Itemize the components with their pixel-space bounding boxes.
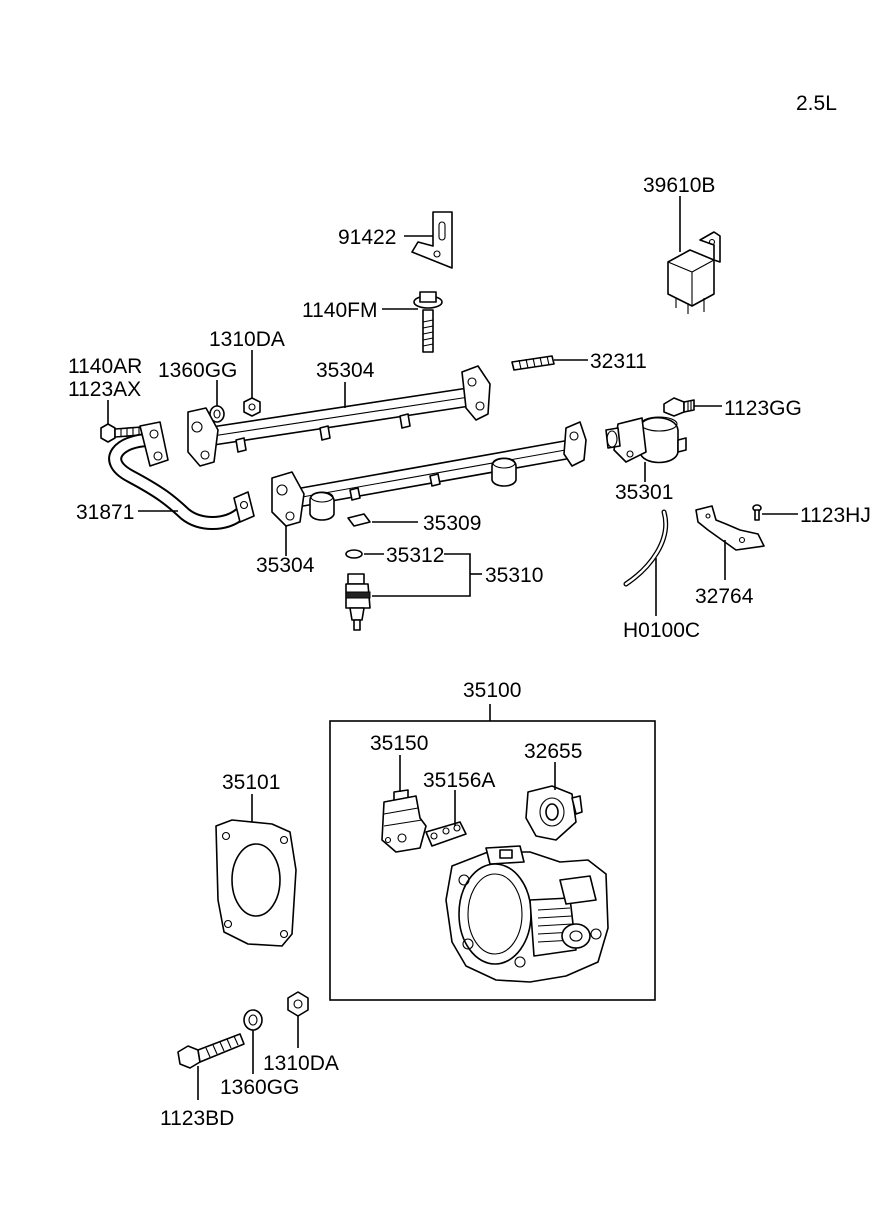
label-1123HJ: 1123HJ (800, 504, 871, 527)
label-35304-top: 35304 (316, 359, 375, 382)
bolt-1140FM (413, 291, 443, 353)
label-39610B: 39610B (643, 174, 715, 197)
label-1310DA-top: 1310DA (209, 328, 285, 351)
label-1310DA-bottom: 1310DA (263, 1052, 339, 1075)
label-35301: 35301 (615, 481, 673, 504)
idle-actuator-35150 (381, 789, 427, 853)
label-H0100C: H0100C (623, 619, 700, 642)
label-35312: 35312 (386, 544, 444, 567)
nut-1310DA-top (243, 397, 261, 417)
label-35101: 35101 (222, 771, 280, 794)
label-1123BD: 1123BD (160, 1107, 234, 1130)
bolt-1123GG (663, 397, 695, 417)
label-1123GG: 1123GG (724, 397, 802, 420)
o-ring-35312 (345, 549, 363, 559)
label-32311: 32311 (590, 350, 647, 373)
label-1123AX: 1123AX (68, 378, 141, 401)
relay-39610B (667, 231, 721, 314)
label-35304-bottom: 35304 (256, 554, 315, 577)
label-32764: 32764 (695, 585, 754, 608)
fuel-pipe-31871 (108, 421, 255, 530)
washer-1360GG-bottom (243, 1009, 263, 1031)
label-35310: 35310 (485, 564, 543, 587)
throttle-sensor-32655 (525, 785, 583, 841)
label-1140FM: 1140FM (302, 299, 377, 322)
bolt-1123BD (177, 1033, 245, 1069)
hose-H0100C (623, 509, 669, 587)
nut-1310DA-bottom (287, 991, 309, 1017)
label-35156A: 35156A (423, 769, 495, 792)
screw-1123HJ (752, 504, 762, 521)
label-1360GG-top: 1360GG (158, 359, 237, 382)
label-1360GG-bottom: 1360GG (220, 1076, 299, 1099)
label-35100: 35100 (463, 679, 521, 702)
label-1140AR: 1140AR (68, 355, 142, 378)
fuel-rail-35304-top (187, 365, 491, 467)
label-35309: 35309 (423, 512, 481, 535)
washer-1360GG-top (209, 405, 225, 423)
gasket-35101 (215, 819, 297, 947)
assembly-box-35100 (329, 720, 656, 1001)
injector-35310 (345, 573, 371, 631)
gasket-35156A (425, 821, 467, 847)
throttle-body (445, 845, 609, 983)
label-31871: 31871 (76, 501, 134, 524)
label-35150: 35150 (370, 732, 428, 755)
bracket-32764 (695, 505, 765, 551)
stud-32311 (511, 355, 555, 371)
clip-35309 (347, 513, 371, 527)
label-91422: 91422 (338, 226, 396, 249)
label-32655: 32655 (524, 740, 582, 763)
bolt-1140AR-1123AX (100, 423, 143, 443)
engine-size-label: 2.5L (796, 92, 837, 115)
pressure-regulator-35301 (605, 416, 687, 464)
bracket-91422 (411, 211, 453, 269)
fuel-rail-35304-bottom (271, 421, 587, 527)
